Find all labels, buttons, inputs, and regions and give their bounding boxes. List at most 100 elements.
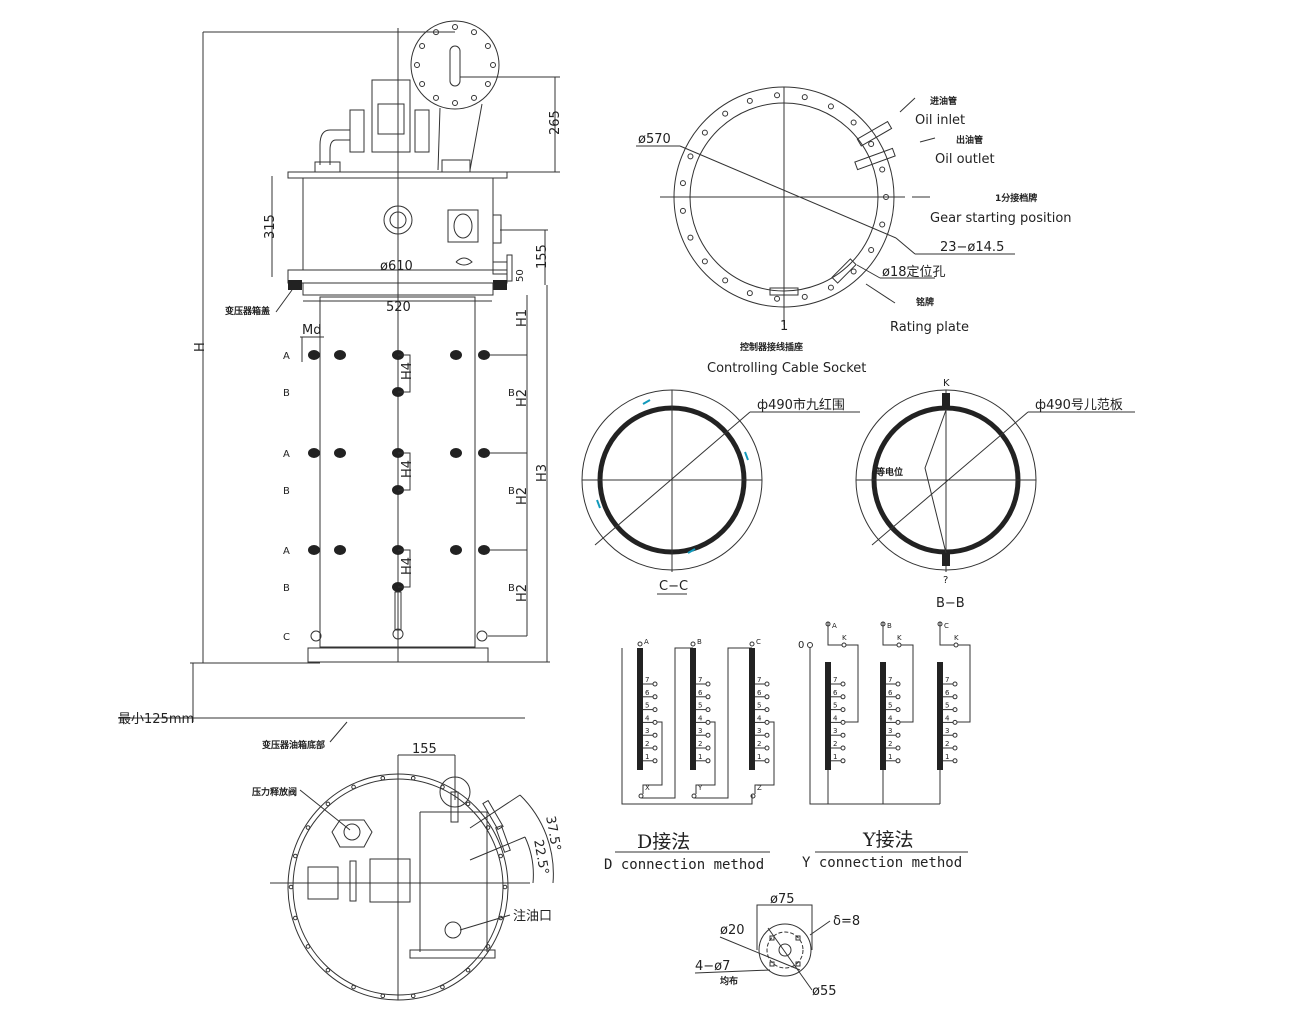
dia-75: ø75: [770, 892, 795, 907]
tap-label: 3: [698, 727, 702, 735]
tap-terminal: [952, 694, 958, 700]
tap-terminal: [895, 732, 901, 738]
tap-terminal: [952, 707, 958, 713]
fitting: [478, 350, 490, 360]
bolt-hole: [380, 775, 386, 781]
tap-label: 6: [833, 689, 838, 697]
socket-label: Controlling Cable Socket: [707, 361, 866, 376]
top-dim-155: 155: [412, 742, 437, 757]
tap-label: 4: [645, 714, 650, 722]
bolt-hole: [774, 92, 781, 99]
marker-b: B: [283, 583, 290, 594]
tap-terminal: [840, 681, 846, 687]
equipotential-label: 等电位: [875, 466, 903, 478]
bolt-hole: [850, 268, 857, 275]
pressure-valve-label: 压力释放阀: [252, 786, 297, 798]
marker-b: B: [283, 486, 290, 497]
holes-cn: 均布: [720, 975, 738, 987]
fitting: [308, 545, 320, 555]
section-c-c: ф490市九红围 C−C: [581, 389, 860, 595]
bolt-hole: [701, 258, 708, 265]
marker-c: C: [283, 632, 290, 643]
cc-title: C−C: [659, 579, 688, 594]
bolt-hole: [868, 141, 875, 148]
bolt-hole: [868, 246, 875, 253]
winding-bar: [690, 648, 696, 770]
bolt-hole: [679, 180, 686, 187]
fitting: [392, 628, 404, 640]
bolt-hole: [414, 62, 420, 68]
tap-label: 7: [757, 676, 761, 684]
dim-315: 315: [263, 214, 278, 239]
bolt-hole: [325, 801, 331, 807]
marker-a: A: [283, 546, 290, 557]
marker-b: B: [508, 388, 515, 399]
tap-terminal: [840, 707, 846, 713]
tap-label: 4: [757, 714, 762, 722]
dia-20: ø20: [720, 923, 745, 938]
tap-terminal: [764, 681, 770, 687]
bb-title: B−B: [936, 596, 965, 611]
socket-num: 1: [780, 319, 788, 334]
d-title: D connection method: [604, 857, 764, 873]
fitting: [478, 448, 490, 458]
bolt-hole: [490, 62, 496, 68]
marker-b: B: [508, 486, 515, 497]
dim-h3: H3: [535, 464, 550, 482]
phase-label: B: [887, 622, 892, 630]
dim-h4: H4: [400, 557, 415, 575]
bolt-hole: [687, 153, 694, 160]
flange-plan: ø570 23−ø14.5 ø18定位孔 进油管 Oil inlet 出油管 O…: [636, 86, 1072, 376]
bolt-hole: [471, 94, 477, 101]
tap-label: 1: [757, 753, 761, 761]
bolt-hole: [325, 967, 331, 973]
winding-bar: [825, 662, 831, 770]
fitting: [310, 630, 322, 642]
tank-bottom-label: 变压器油箱底部: [262, 739, 325, 751]
fitting: [450, 545, 462, 555]
dim-h2: H2: [515, 487, 530, 505]
winding-bar: [880, 662, 886, 770]
tap-label: 6: [888, 689, 893, 697]
delta-8: δ=8: [833, 914, 860, 929]
tap-terminal: [895, 758, 901, 764]
dim-50: 50: [515, 269, 526, 282]
socket-cn: 控制器接线插座: [740, 341, 803, 353]
bolt-hole: [701, 129, 708, 136]
marker-b: B: [283, 388, 290, 399]
tap-terminal: [840, 745, 846, 751]
tap-terminal: [652, 758, 658, 764]
tap-label: 6: [757, 689, 762, 697]
tap-terminal: [764, 732, 770, 738]
tap-terminal: [764, 707, 770, 713]
bolt-hole: [746, 290, 753, 297]
tap-terminal: [895, 694, 901, 700]
tap-terminal: [652, 681, 658, 687]
motor: [371, 79, 411, 153]
bolt-hole: [465, 967, 471, 973]
tap-terminal: [895, 745, 901, 751]
tap-label: 1: [945, 753, 949, 761]
bolt-hole: [410, 993, 416, 999]
tap-label: 4: [833, 714, 838, 722]
tap-label: 2: [945, 740, 949, 748]
fitting: [476, 630, 488, 642]
dim-h2: H2: [515, 584, 530, 602]
end-label: X: [645, 784, 650, 792]
tap-terminal: [652, 732, 658, 738]
dim-h4: H4: [400, 362, 415, 380]
bolt-hole: [801, 94, 808, 101]
fitting: [478, 545, 490, 555]
tap-label: 3: [645, 727, 649, 735]
tap-terminal: [705, 745, 711, 751]
bolt-hole: [410, 775, 416, 781]
dia-570: ø570: [638, 132, 671, 147]
tap-terminal: [952, 732, 958, 738]
tap-label: 7: [945, 676, 949, 684]
tap-label: 6: [645, 689, 650, 697]
tap-label: 7: [645, 676, 649, 684]
bolt-hole: [827, 284, 834, 291]
tap-terminal: [764, 694, 770, 700]
